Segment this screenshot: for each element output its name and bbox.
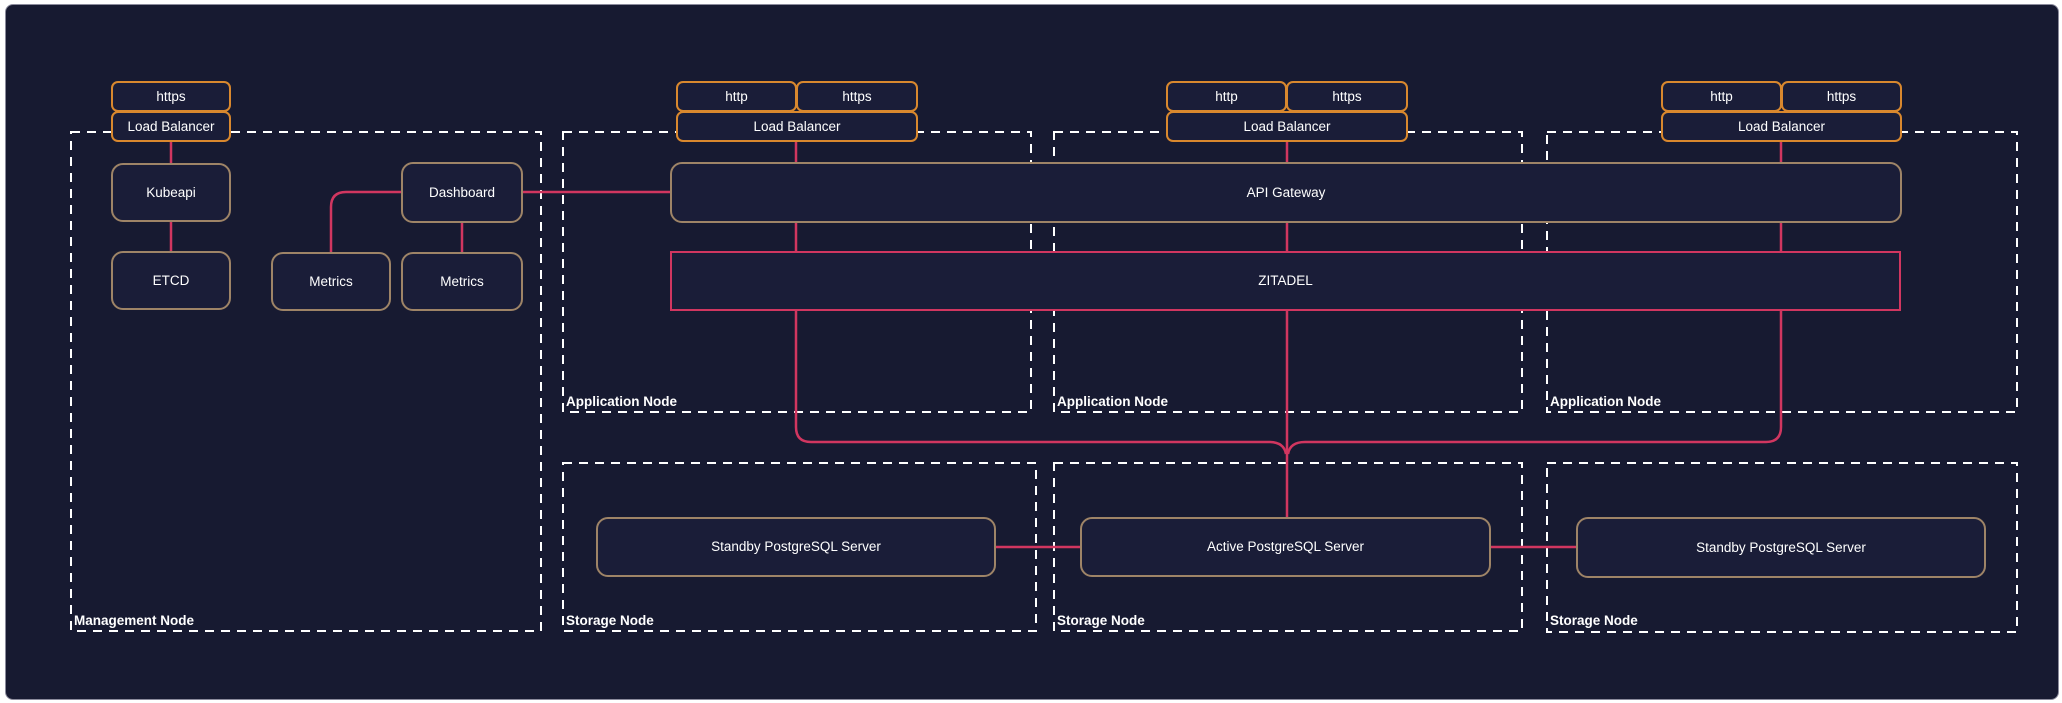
node-app1-load-balancer: Load Balancer xyxy=(676,111,918,142)
node-app3-https: https xyxy=(1781,81,1902,112)
group-label-application-1: Application Node xyxy=(566,394,677,409)
node-app1-https-label: https xyxy=(842,88,872,104)
node-dashboard-label: Dashboard xyxy=(428,184,496,200)
node-etcd: ETCD xyxy=(111,251,231,310)
node-standby-postgresql-right: Standby PostgreSQL Server xyxy=(1576,517,1986,578)
node-mgmt-https-label: https xyxy=(156,88,186,104)
diagram-canvas: https Load Balancer Kubeapi ETCD Dashboa… xyxy=(5,4,2059,700)
node-etcd-label: ETCD xyxy=(152,272,190,288)
node-mgmt-load-balancer-label: Load Balancer xyxy=(127,118,215,134)
node-app3-https-label: https xyxy=(1826,88,1857,104)
node-app2-load-balancer: Load Balancer xyxy=(1166,111,1408,142)
node-app3-http: http xyxy=(1661,81,1782,112)
node-zitadel: ZITADEL xyxy=(670,251,1901,311)
node-standby-postgresql-right-label: Standby PostgreSQL Server xyxy=(1696,539,1866,555)
node-standby-postgresql-left: Standby PostgreSQL Server xyxy=(596,517,996,577)
node-kubeapi-label: Kubeapi xyxy=(146,184,196,200)
group-label-application-2: Application Node xyxy=(1057,394,1168,409)
node-app2-http: http xyxy=(1166,81,1287,112)
node-app1-http-label: http xyxy=(725,88,748,104)
group-label-storage-2: Storage Node xyxy=(1057,613,1145,628)
node-mgmt-https: https xyxy=(111,81,231,112)
node-standby-postgresql-left-label: Standby PostgreSQL Server xyxy=(711,539,881,555)
edge-zitadel-activepg-left xyxy=(794,311,1288,455)
group-label-storage-1: Storage Node xyxy=(566,613,654,628)
node-app1-http: http xyxy=(676,81,797,112)
node-mgmt-load-balancer: Load Balancer xyxy=(111,111,231,142)
group-border-management xyxy=(70,131,542,632)
node-dashboard: Dashboard xyxy=(401,162,523,223)
node-metrics-right: Metrics xyxy=(401,252,523,311)
group-label-application-3: Application Node xyxy=(1550,394,1661,409)
edge-dashboard-metrics-left xyxy=(329,190,402,252)
node-api-gateway: API Gateway xyxy=(670,162,1902,223)
edge-zitadel-activepg-right xyxy=(1286,311,1783,455)
node-metrics-right-label: Metrics xyxy=(440,273,484,289)
group-label-management: Management Node xyxy=(74,613,195,628)
node-metrics-left-label: Metrics xyxy=(309,273,353,289)
node-zitadel-label: ZITADEL xyxy=(1258,273,1313,289)
node-api-gateway-label: API Gateway xyxy=(1246,184,1326,200)
node-metrics-left: Metrics xyxy=(271,252,391,311)
node-app2-http-label: http xyxy=(1215,88,1238,104)
node-app1-load-balancer-label: Load Balancer xyxy=(753,118,841,134)
node-active-postgresql: Active PostgreSQL Server xyxy=(1080,517,1491,577)
group-label-storage-3: Storage Node xyxy=(1550,613,1638,628)
node-app3-load-balancer-label: Load Balancer xyxy=(1737,118,1826,134)
node-app2-load-balancer-label: Load Balancer xyxy=(1243,118,1331,134)
node-app3-load-balancer: Load Balancer xyxy=(1661,111,1902,142)
node-active-postgresql-label: Active PostgreSQL Server xyxy=(1206,539,1365,555)
node-app2-https-label: https xyxy=(1332,88,1362,104)
node-app2-https: https xyxy=(1286,81,1408,112)
node-app1-https: https xyxy=(796,81,918,112)
node-app3-http-label: http xyxy=(1710,88,1733,104)
node-kubeapi: Kubeapi xyxy=(111,163,231,222)
